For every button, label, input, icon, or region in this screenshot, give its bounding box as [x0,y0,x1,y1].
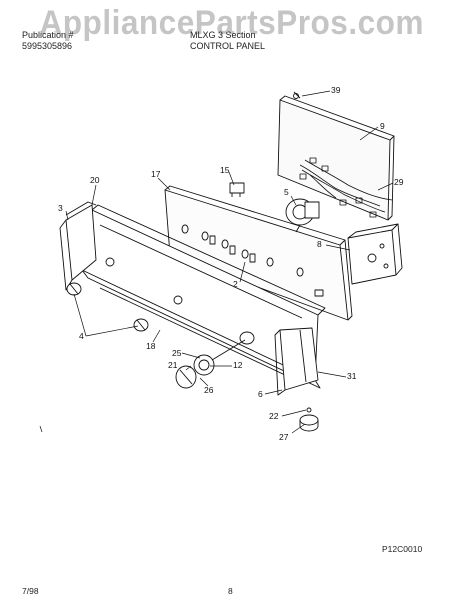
module-8 [347,223,403,285]
callout-15: 15 [220,165,230,175]
callout-6: 6 [258,389,263,399]
main-control-panel [81,204,326,389]
footer-date: 7/98 [22,586,39,596]
callout-9: 9 [380,121,385,131]
timer-5 [285,198,320,233]
timer-knob-assembly [175,339,246,389]
page-number: 8 [228,586,233,596]
publication-number: 5995305896 [22,41,73,51]
callout-3: 3 [58,203,63,213]
callout-17: 17 [151,169,161,179]
callout-5: 5 [284,187,289,197]
switch-15 [229,182,245,197]
section-title: CONTROL PANEL [190,41,266,51]
rear-bracket [277,91,395,221]
foot-27 [299,407,319,432]
callout-39: 39 [331,85,341,95]
left-end-cap [59,201,97,291]
callout-4: 4 [79,331,84,341]
right-end-cap [274,327,319,396]
wire-harness [299,157,393,218]
figure-code: P12C0010 [382,544,423,554]
callout-18: 18 [146,341,156,351]
callout-8: 8 [317,239,322,249]
callout-25: 25 [172,348,182,358]
callout-22: 22 [269,411,279,421]
callout-20: 20 [90,175,100,185]
callout-21: 21 [168,360,178,370]
callout-27: 27 [279,432,289,442]
callout-2: 2 [233,279,238,289]
model-section-label: MLXG 3 Section [190,30,256,40]
callout-29: 29 [394,177,404,187]
watermark-logo: AppliancePartsPros.com [39,4,425,42]
control-bracket [164,185,353,321]
publication-label: Publication # [22,30,74,40]
callout-31: 31 [347,371,357,381]
callout-26: 26 [204,385,214,395]
callout-12: 12 [233,360,243,370]
leader-lines [39,90,394,434]
